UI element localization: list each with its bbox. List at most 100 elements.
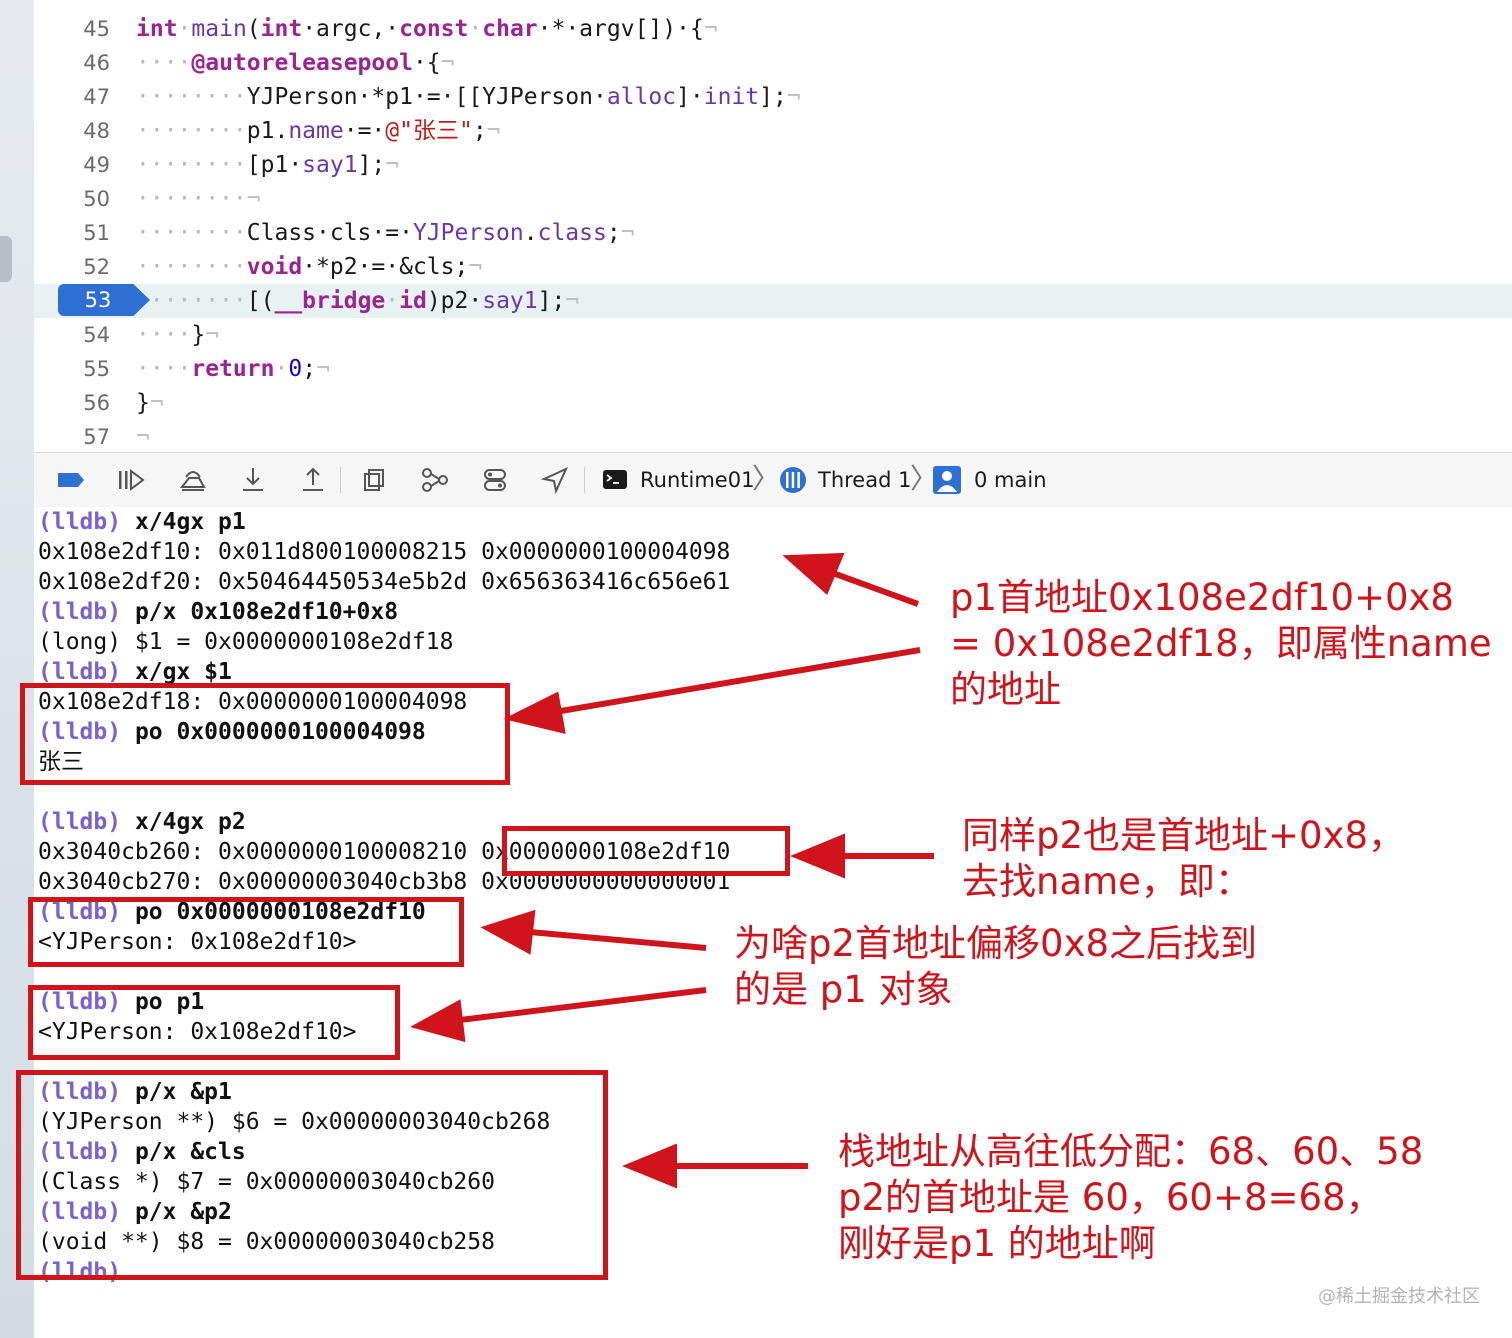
sidebar-resize-handle[interactable] <box>0 236 12 282</box>
lldb-command: x/4gx p1 <box>121 509 246 535</box>
crumb-process-label: Runtime01 <box>640 468 755 492</box>
code-token: ¬ <box>149 390 164 416</box>
toolbar-divider <box>340 467 341 493</box>
code-token: ( <box>246 16 261 42</box>
step-over-icon[interactable] <box>178 465 208 495</box>
arrow-head-2 <box>503 691 566 734</box>
output-text: (void **) $8 = 0x00000003040cb258 <box>38 1229 495 1255</box>
environment-icon[interactable] <box>480 465 510 495</box>
lldb-command: po 0x0000000100004098 <box>121 719 426 745</box>
breakpoint-marker[interactable]: 53 <box>58 284 150 316</box>
arrow-to-po-p1 <box>459 987 707 1023</box>
code-token: ]; <box>759 84 787 110</box>
lldb-command: x/gx $1 <box>121 659 232 685</box>
code-token: ········ <box>136 254 247 280</box>
code-text: ········Class·cls·=·YJPerson.class;¬ <box>136 216 635 250</box>
code-line[interactable]: 48 ········p1.name·=·@"张三";¬ <box>34 114 1512 148</box>
code-token: · <box>468 16 483 42</box>
code-token: ·*p2·=·&cls; <box>302 254 469 280</box>
code-token: __bridge <box>274 288 386 314</box>
code-text: ········p1.name·=·@"张三";¬ <box>136 114 501 148</box>
code-token: Class·cls·=· <box>246 220 413 246</box>
annotation-note-1: p1首地址0x108e2df10+0x8 = 0x108e2df18，即属性na… <box>950 576 1492 711</box>
code-token: ········ <box>136 288 247 314</box>
continue-icon[interactable] <box>116 465 146 495</box>
code-token: YJPerson <box>412 220 524 246</box>
step-into-icon[interactable] <box>238 465 268 495</box>
code-line[interactable]: 52········void·*p2·=·&cls;¬ <box>34 250 1512 284</box>
code-token: class <box>537 220 607 246</box>
code-token: @autoreleasepool <box>191 50 413 76</box>
code-token: ; <box>302 356 317 382</box>
code-line[interactable]: 51 ········Class·cls·=·YJPerson.class;¬ <box>34 216 1512 250</box>
annotation-note-4: 栈地址从高往低分配：68、60、58 p2的首地址是 60，60+8=68， 刚… <box>838 1130 1424 1265</box>
code-token: p1. <box>246 118 289 144</box>
line-number[interactable]: 48 <box>83 119 110 143</box>
arrow-head-6 <box>622 1143 677 1189</box>
console-command-line: (lldb) p/x &cls <box>38 1137 246 1167</box>
code-line[interactable]: 54····}¬ <box>34 318 1512 352</box>
code-token: init <box>703 84 760 110</box>
code-token: ¬ <box>703 16 718 42</box>
output-text: 0x3040cb260: 0x0000000100008210 0x000000… <box>38 839 731 865</box>
arrow-to-p1-dump <box>828 569 920 607</box>
line-number[interactable]: 57 <box>83 425 110 449</box>
code-token: )p2· <box>426 288 483 314</box>
step-out-icon[interactable] <box>298 465 328 495</box>
highlight-box-po-p1 <box>28 985 400 1060</box>
output-text: (long) $1 = 0x0000000108e2df18 <box>38 629 454 655</box>
code-token: ; <box>472 118 487 144</box>
code-token: return <box>191 356 275 382</box>
code-line[interactable]: 50········¬ <box>34 182 1512 216</box>
view-hierarchy-icon[interactable] <box>360 465 390 495</box>
code-token: id <box>399 288 427 314</box>
line-number[interactable]: 52 <box>83 255 110 279</box>
lldb-prompt: (lldb) <box>38 989 122 1015</box>
code-line[interactable]: 56 }¬ <box>34 386 1512 420</box>
console-command-line: (lldb) <box>38 1257 121 1287</box>
code-token: 0 <box>288 356 303 382</box>
code-token: · <box>385 288 400 314</box>
code-line[interactable]: 53········[(__bridge·id)p2·say1];¬53 <box>34 284 1512 318</box>
breakpoints-toggle-icon[interactable] <box>56 465 86 495</box>
code-token: YJPerson·*p1·=·[[YJPerson· <box>246 84 607 110</box>
line-number[interactable]: 45 <box>83 17 110 41</box>
code-token: ···· <box>136 50 192 76</box>
code-line[interactable]: 57¬ <box>34 420 1512 454</box>
output-text: 0x108e2df20: 0x50464450534e5b2d 0x656363… <box>38 569 731 595</box>
code-token: say1 <box>302 152 358 178</box>
code-line[interactable]: 47········YJPerson·*p1·=·[[YJPerson·allo… <box>34 80 1512 114</box>
code-line[interactable]: 55····return·0;¬ <box>34 352 1512 386</box>
lldb-prompt: (lldb) <box>38 1259 122 1285</box>
toolbar-divider <box>584 467 585 493</box>
code-token: int <box>136 16 178 42</box>
line-number[interactable]: 47 <box>83 85 110 109</box>
line-number[interactable]: 50 <box>83 187 110 211</box>
line-number[interactable]: 51 <box>83 221 110 245</box>
code-token: } <box>191 322 206 348</box>
line-number[interactable]: 49 <box>83 153 110 177</box>
code-line[interactable]: 46····@autoreleasepool·{¬ <box>34 46 1512 80</box>
line-number[interactable]: 46 <box>83 51 110 75</box>
arrow-to-name-box <box>554 647 921 715</box>
location-icon[interactable] <box>540 465 570 495</box>
line-number[interactable]: 56 <box>83 391 110 415</box>
console-output-line: 0x108e2df18: 0x0000000100004098 <box>38 687 467 717</box>
arrow-to-po-p2 <box>529 929 707 951</box>
lldb-prompt: (lldb) <box>38 509 122 535</box>
code-token: ¬ <box>565 288 580 314</box>
line-number[interactable]: 55 <box>83 357 110 381</box>
code-line[interactable]: 49········[p1·say1];¬ <box>34 148 1512 182</box>
line-number[interactable]: 54 <box>83 323 110 347</box>
lldb-prompt: (lldb) <box>38 1199 122 1225</box>
console-command-line: (lldb) x/gx $1 <box>38 657 232 687</box>
output-text: 0x108e2df18: 0x0000000100004098 <box>38 689 468 715</box>
code-token: say1 <box>482 288 538 314</box>
memory-graph-icon[interactable] <box>420 465 450 495</box>
lldb-command: p/x &p2 <box>121 1199 232 1225</box>
code-text: }¬ <box>136 386 164 420</box>
